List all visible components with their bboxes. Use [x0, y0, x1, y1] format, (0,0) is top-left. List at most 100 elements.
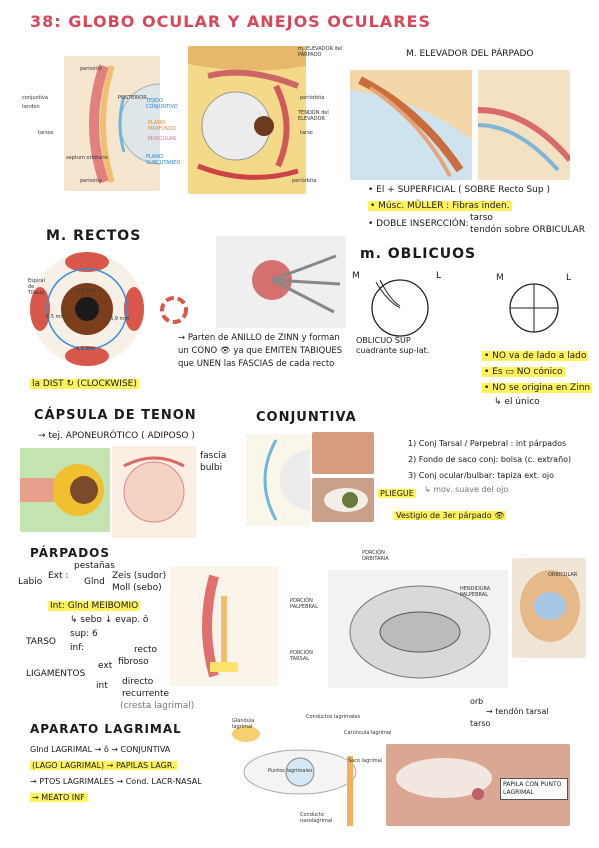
orbicular-label-4: ORBICULAR: [548, 572, 578, 578]
conjuntiva-photo-1: [312, 432, 374, 474]
parpado-section-figure: [170, 566, 278, 686]
rectos-dist-3: 6,5 mm: [76, 346, 96, 352]
lagrimal-label-1: Conductos lagrimales: [306, 714, 361, 720]
lagrimal-diagram: [230, 716, 380, 834]
lagrimal-line-3: → MEATO INF: [30, 792, 87, 804]
oblicuo-note-1: • Es ▭ NO cónico: [482, 366, 565, 378]
tenon-side: fascia bulbi: [200, 451, 227, 473]
parpados-pestanas: pestañas: [74, 561, 115, 571]
tenon-figure-1: [20, 448, 110, 532]
conjuntiva-title: CONJUNTIVA: [256, 410, 357, 425]
lagrimal-line-0: Glnd LAGRIMAL → ô → CONJUNTIVA: [30, 745, 171, 754]
lagrimal-label-5: Conducto nasolagrimal: [300, 812, 333, 824]
fig2-label-5: periórbita: [292, 178, 317, 184]
rectos-dist-2: 5,5 mm: [46, 314, 66, 320]
parpados-zeis: Zeis (sudor): [112, 571, 167, 581]
elevador-note-1-text: • Músc. MÜLLER : Fibras inden.: [368, 201, 512, 211]
page-title: 38: GLOBO OCULAR Y ANEJOS OCULARES: [30, 12, 431, 31]
oblicuo-note-1-text: • Es ▭ NO cónico: [482, 367, 565, 377]
fig1-side-0: tarsos: [38, 130, 54, 136]
legend-subcutaneo: PLANO SUBCUTANEO: [146, 154, 181, 166]
lagrimal-label-3: Puntos lagrimales: [268, 768, 313, 774]
rectos-dist-1: 6,9 mm: [110, 316, 130, 322]
lagrimal-line-1: (LAGO LAGRIMAL) → PAPILAS LAGR.: [30, 760, 177, 772]
cone-icon: [160, 296, 188, 324]
lagrimal-line-2: → PTOS LAGRIMALES → Cond. LACR-NASAL: [30, 777, 202, 786]
fig2-label-2: TENDÓN del ELEVADOR: [298, 110, 329, 122]
parpados-title: PÁRPADOS: [30, 546, 111, 560]
conjuntiva-figure: [246, 434, 310, 526]
rectos-dist-0: 7,7 mm: [76, 288, 96, 294]
legend-muscular: MUSCULAR: [148, 136, 177, 142]
tenon-subtitle: → tej. APONEURÓTICO ( ADIPOSO ): [38, 431, 195, 441]
parpados-int: Int: Glnd MEIBOMIO: [48, 600, 141, 612]
lagrimal-top-right-1: → tendón tarsal: [486, 707, 549, 716]
rectos-3d-figure: [216, 236, 346, 328]
orbicular-figure: [328, 570, 508, 688]
oblicuo-note-2-text: • NO se origina en Zinn: [482, 383, 593, 393]
conjuntiva-photo-2: [312, 478, 374, 522]
oblicuo-note-3: ↳ el único: [494, 397, 540, 407]
elevador-figure-2: [478, 70, 570, 180]
lagrimal-top-right-2: tarso: [470, 719, 491, 728]
oblicuo-letter-m2: M: [496, 273, 504, 283]
lagrimal-top-right-0: orb: [470, 697, 484, 706]
lagrimal-line-3-text: → MEATO INF: [30, 793, 87, 802]
conjuntiva-pliegue: PLIEGUE: [378, 488, 416, 500]
orbicular-label-2: PORCIÓN PALPEBRAL: [290, 598, 318, 610]
fig2-label-0: m. ELEVADOR del PÁRPADO: [298, 46, 343, 58]
parpados-ligamentos: LIGAMENTOS: [26, 669, 86, 679]
oblicuo-diagram-2: [500, 270, 570, 340]
rectos-footer-text: la DIST ↻ (CLOCKWISE): [30, 379, 139, 389]
elevador-figure-1: [350, 70, 472, 180]
orbicular-label-0: PORCIÓN ORBITARIA: [362, 550, 389, 562]
rectos-eye-figure: [28, 250, 146, 368]
parpados-rec-0: directo: [122, 677, 154, 687]
rectos-title: M. RECTOS: [46, 228, 142, 244]
oblicuo-note-2: • NO se origina en Zinn: [482, 382, 593, 394]
fig2-label-1: periórbita: [300, 95, 325, 101]
parpados-labio: Labio: [18, 577, 43, 587]
fig1-label-4: periostio: [80, 178, 102, 184]
parpados-glnd: Glnd: [84, 577, 105, 587]
parpados-fib-0: recto: [134, 645, 158, 655]
fig2-label-3: tarso: [300, 130, 313, 136]
parpados-sup: sup: 6: [70, 629, 98, 639]
conjuntiva-item-2: 3) Conj ocular/bulbar: tapiza ext. ojo: [408, 471, 555, 480]
elevador-note-1: • Músc. MÜLLER : Fibras inden.: [368, 200, 512, 212]
oblicuos-title: m. OBLICUOS: [360, 246, 477, 262]
orbicular-label-3: PORCIÓN TARSAL: [290, 650, 313, 662]
oblicuo-note-0-text: • NO va de lado a lado: [482, 351, 589, 361]
oblicuo-note-0: • NO va de lado a lado: [482, 350, 589, 362]
pliegue-note-text: Vestigio de 3er párpado 👁: [394, 511, 507, 520]
conjuntiva-item-0: 1) Conj Tarsal / Parpebral : int párpado…: [408, 439, 567, 448]
parpados-int-text: Int: Glnd MEIBOMIO: [48, 601, 141, 611]
elevador-note-2: • DOBLE INSERCCIÓN:: [368, 219, 469, 229]
fig1-side-2: tendon: [22, 104, 40, 110]
lagrimal-line-1-text: (LAGO LAGRIMAL) → PAPILAS LAGR.: [30, 761, 177, 770]
parpados-fib-1: fibroso: [118, 657, 149, 667]
oblicuo-diagram-1: [356, 270, 446, 340]
lagrimal-label-2: Carúncula lagrimal: [344, 730, 392, 736]
parpados-tarso: TARSO: [26, 637, 57, 647]
parpados-moll: Moll (sebo): [112, 583, 162, 593]
oblicuo-letter-m1: M: [352, 271, 360, 281]
parpados-rec-1: recurrente: [122, 689, 170, 699]
rectos-footer: la DIST ↻ (CLOCKWISE): [30, 378, 139, 390]
parpados-int2: int: [96, 681, 108, 691]
tenon-title: CÁPSULA DE TENON: [34, 408, 197, 423]
parpados-int-sub: ↳ sebo ↓ evap. ô: [70, 615, 149, 625]
lagrimal-label-4: Saco lagrimal: [348, 758, 383, 764]
fig1-label-5: POSTERIOR: [118, 95, 147, 101]
conjuntiva-sub: ↳ mov. suave del ojo: [424, 485, 509, 494]
rectos-note: → Parten de ANILLO de ZINN y forman un C…: [178, 333, 343, 369]
legend-plano-profundo: PLANO PROFUNDO: [148, 120, 177, 132]
oblicuo-letter-l2: L: [566, 273, 572, 283]
elevador-title: M. ELEVADOR DEL PÁRPADO: [406, 49, 534, 59]
fig1-label-0: periostio: [80, 66, 102, 72]
orbicular-skull-figure: [512, 558, 586, 658]
oblicuo-caption: OBLICUO SUP cuadrante sup-lat.: [356, 336, 430, 355]
elevador-note-0: • El + SUPERFICIAL ( SOBRE Recto Sup ): [368, 185, 550, 195]
fig1-label-1: septum orbitario: [66, 155, 108, 161]
parpados-ext: Ext :: [48, 571, 69, 581]
